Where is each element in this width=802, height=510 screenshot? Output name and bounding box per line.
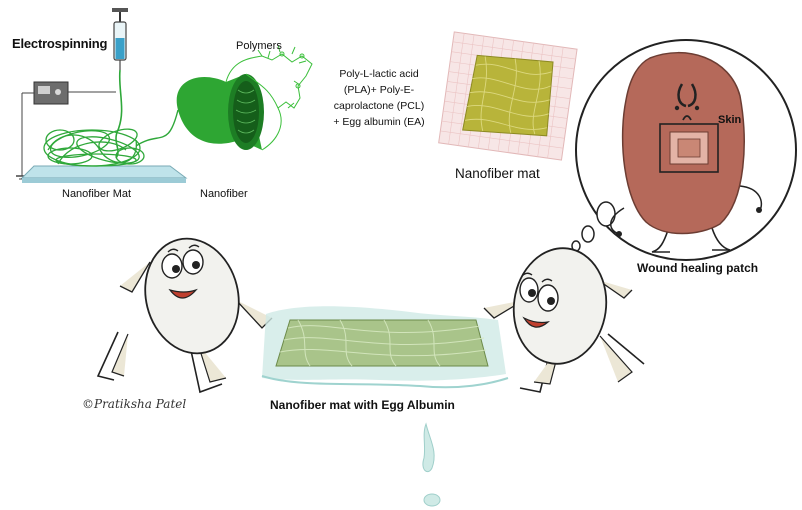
nanofiber-mat-grid	[439, 32, 577, 160]
right-egg	[484, 242, 644, 392]
albumin-mat-label: Nanofiber mat with Egg Albumin	[270, 398, 455, 412]
syringe	[112, 8, 128, 70]
composition-line: (PLA)+ Poly-E-	[318, 82, 440, 98]
nanofiber-label: Nanofiber	[200, 188, 248, 200]
skin-label: Skin	[718, 114, 741, 126]
polymers-label: Polymers	[236, 40, 282, 52]
albumin-mat	[262, 306, 508, 387]
composition-line: + Egg albumin (EA)	[318, 114, 440, 130]
composition-line: Poly-L-lactic acid	[318, 66, 440, 82]
artist-signature: ©Pratiksha Patel	[82, 397, 186, 411]
nanofiber-mat-label: Nanofiber mat	[455, 166, 540, 181]
collector-plate	[22, 166, 186, 183]
connecting-fiber	[136, 110, 178, 146]
nanofiber-rope	[177, 74, 264, 150]
nanofiber-mat-small-label: Nanofiber Mat	[62, 188, 131, 200]
albumin-drip	[423, 424, 440, 506]
fiber-tangle	[44, 125, 144, 169]
composition-line: caprolactone (PCL)	[318, 98, 440, 114]
composition-text: Poly-L-lactic acid (PLA)+ Poly-E- caprol…	[318, 66, 440, 130]
electrospinning-title: Electrospinning	[12, 36, 107, 51]
wound-healing-patch-label: Wound healing patch	[637, 261, 758, 275]
left-egg	[98, 229, 272, 392]
